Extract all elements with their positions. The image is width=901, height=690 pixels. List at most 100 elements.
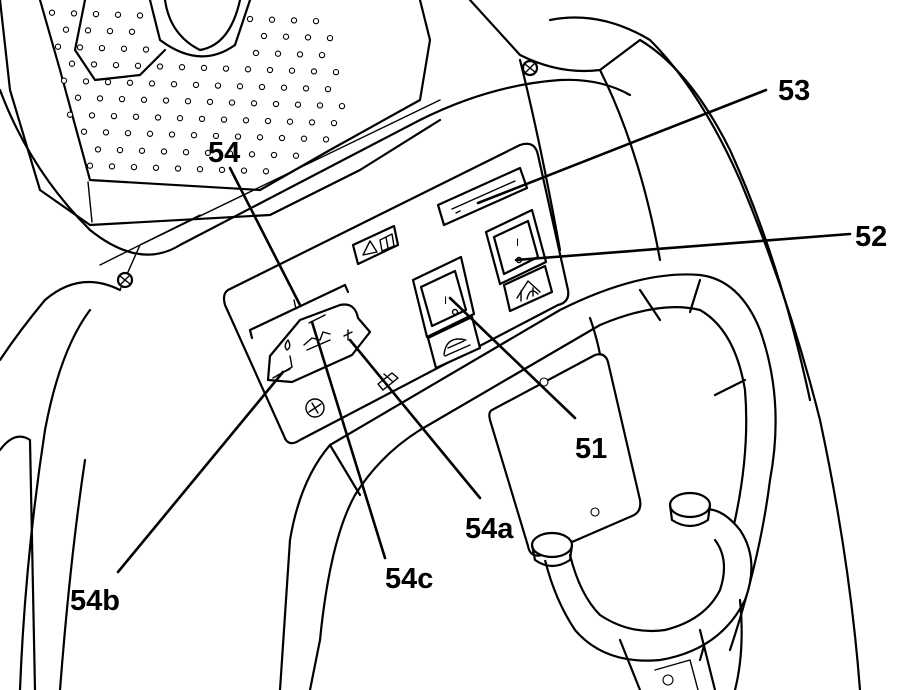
- perforation-hole: [246, 15, 254, 23]
- perforation-hole: [108, 163, 116, 170]
- perforation-hole: [170, 81, 178, 88]
- perforation-hole: [270, 151, 278, 159]
- leader-52: [514, 232, 852, 262]
- steering-handle: [530, 491, 753, 690]
- handle-knob-left: [530, 531, 574, 559]
- main-switch[interactable]: I: [484, 208, 554, 313]
- perforation-hole: [90, 61, 98, 68]
- brush-switch[interactable]: I: [411, 255, 482, 370]
- perforation-hole: [76, 44, 84, 51]
- perforation-hole: [236, 83, 244, 90]
- perforation-hole: [128, 28, 136, 35]
- perforation-hole: [160, 148, 168, 155]
- perforation-hole: [184, 98, 192, 105]
- perforation-hole: [66, 111, 74, 118]
- perforation-hole: [318, 51, 326, 59]
- perforation-hole: [280, 84, 288, 91]
- perforation-hole: [204, 149, 212, 157]
- perforation-hole: [198, 115, 206, 123]
- perforation-hole: [234, 133, 242, 140]
- perforation-hole: [68, 60, 76, 67]
- brush-icon: [443, 338, 471, 357]
- perforation-hole: [102, 129, 110, 136]
- perforation-hole: [112, 61, 120, 69]
- leader-53: [476, 88, 768, 205]
- perforation-hole: [86, 162, 94, 169]
- brush-switch-off-mark: [451, 308, 459, 316]
- perforation-hole: [190, 132, 198, 139]
- perforation-hole: [240, 167, 248, 174]
- perforation-hole: [162, 97, 170, 104]
- callout-54b: 54b: [70, 585, 120, 617]
- perforation-hole: [296, 51, 304, 58]
- perforation-hole: [326, 34, 334, 42]
- perforation-hole: [138, 147, 146, 154]
- callout-52: 52: [855, 221, 887, 253]
- perforation-hole: [310, 68, 318, 75]
- perforation-hole: [60, 77, 68, 84]
- hour-meter: [436, 166, 529, 227]
- perforation-hole: [282, 33, 290, 40]
- perforation-hole: [250, 100, 258, 107]
- leader-54: [228, 166, 302, 307]
- perforation-hole: [156, 63, 164, 70]
- perforation-hole: [124, 129, 132, 137]
- callout-54a: 54a: [465, 513, 514, 545]
- callout-labels: 53 52 54 51 54a 54c 54b: [70, 75, 887, 617]
- drain-symbol-icon: [377, 372, 399, 391]
- perforation-hole: [256, 134, 264, 141]
- perforation-hole: [214, 82, 222, 89]
- perforation-hole: [136, 12, 144, 19]
- perforated-tray: [0, 0, 442, 227]
- circle-symbol-icon: [305, 398, 325, 418]
- perforation-hole: [274, 50, 282, 57]
- callout-51: 51: [575, 433, 607, 465]
- lower-panel-symbols: [305, 372, 399, 418]
- perforation-hole: [104, 78, 112, 86]
- perforation-hole: [196, 166, 204, 173]
- brush-icon-plate: [426, 315, 482, 370]
- perforation-hole: [226, 150, 234, 157]
- perforation-hole: [84, 27, 92, 34]
- vacuum-icon: [516, 280, 541, 302]
- perforation-hole: [304, 34, 312, 41]
- perforation-hole: [302, 85, 310, 92]
- perforation-hole: [132, 113, 140, 120]
- perforation-hole: [148, 80, 156, 87]
- perforation-hole: [294, 101, 302, 108]
- perforation-hole: [200, 64, 208, 72]
- perforation-hole: [266, 66, 274, 74]
- perforation-hole: [88, 112, 96, 119]
- perforation-hole: [106, 27, 114, 35]
- perforation-hole: [258, 83, 266, 91]
- perforation-hole: [92, 10, 100, 18]
- perforation-hole: [82, 78, 90, 85]
- perforation-hole: [288, 67, 296, 74]
- perforation-hole: [220, 116, 228, 123]
- perforation-hole: [140, 96, 148, 103]
- perforation-hole: [248, 151, 256, 158]
- perforation-hole: [114, 11, 122, 18]
- perforation-hole: [192, 81, 200, 89]
- perforation-hole: [118, 95, 126, 103]
- perforation-hole: [206, 98, 214, 106]
- warning-manual-label: [351, 224, 400, 266]
- perforation-hole: [290, 17, 298, 24]
- perforation-hole: [260, 32, 268, 40]
- perforation-hole: [98, 44, 106, 52]
- switch-on-mark: I: [516, 237, 519, 249]
- perforation-hole: [218, 166, 226, 174]
- perforation-hole: [324, 85, 332, 93]
- callout-leaders: [116, 88, 852, 574]
- perforation-hole: [292, 152, 300, 159]
- perforation-hole: [94, 146, 102, 153]
- perforation-hole: [252, 49, 260, 57]
- vacuum-icon-plate: [502, 264, 554, 313]
- perforation-hole: [228, 99, 236, 106]
- perforation-hole: [178, 64, 186, 71]
- perforation-hole: [154, 114, 162, 121]
- warning-triangle-icon: [362, 240, 378, 256]
- perforation-hole: [212, 132, 220, 140]
- perforation-hole: [142, 46, 150, 53]
- machine-body: [0, 0, 862, 690]
